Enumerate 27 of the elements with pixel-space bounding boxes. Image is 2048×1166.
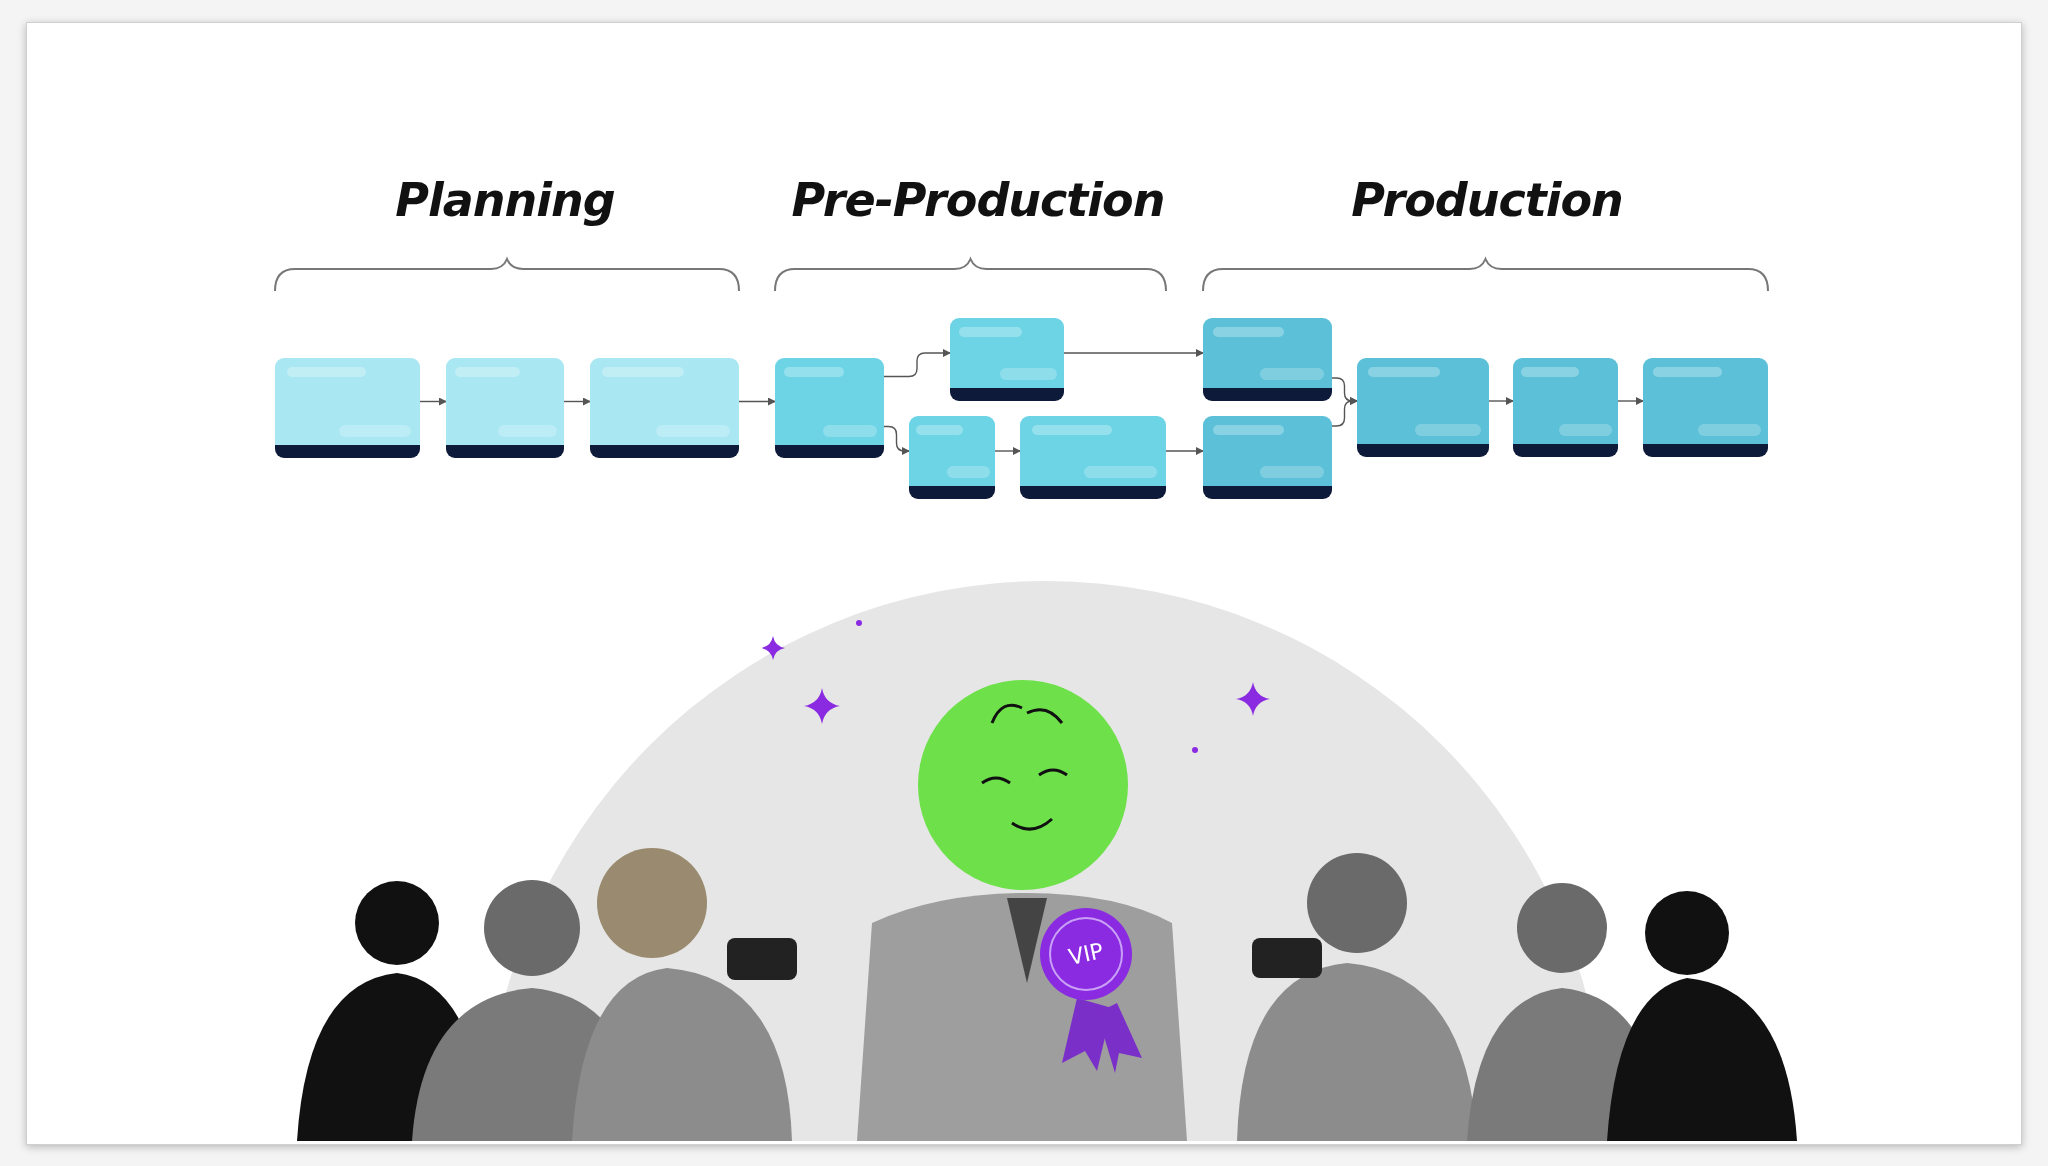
arrow: [1488, 397, 1514, 405]
arrow: [994, 447, 1021, 455]
arrow: [1063, 349, 1204, 357]
process-box: [950, 318, 1064, 401]
arrow: [883, 349, 951, 378]
arrow: [738, 397, 776, 406]
arrow: [1617, 397, 1644, 405]
arrow: [419, 397, 447, 406]
arrow: [1165, 447, 1204, 455]
process-box: [1357, 358, 1489, 457]
process-box: [1203, 416, 1332, 499]
process-box: [590, 358, 739, 458]
phase-heading: Planning: [395, 173, 615, 227]
badge-label: VIP: [1066, 938, 1106, 970]
arrow: [563, 397, 591, 406]
process-box: [1513, 358, 1618, 457]
phase-heading: Production: [1351, 173, 1623, 227]
process-box: [1203, 318, 1332, 401]
process-box: [275, 358, 420, 458]
process-box: [1643, 358, 1768, 457]
arrow: [883, 425, 910, 455]
process-box: [775, 358, 884, 458]
phase-heading: Pre-Production: [791, 173, 1165, 227]
process-box: [909, 416, 995, 499]
process-box: [446, 358, 564, 458]
arrow: [1331, 397, 1358, 427]
process-box: [1020, 416, 1166, 499]
